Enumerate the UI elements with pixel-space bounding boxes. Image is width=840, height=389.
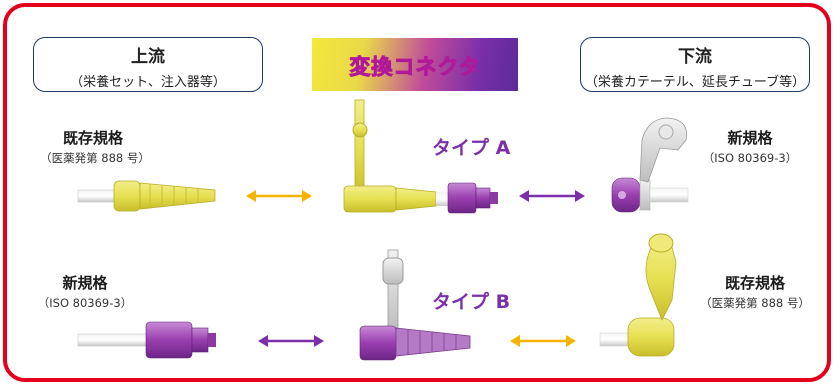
- row-a-right-arrow: [519, 190, 585, 202]
- downstream-box: 下流 （栄養カテーテル、延長チューブ等）: [580, 37, 810, 92]
- row-a-converter-type-a: [343, 99, 498, 214]
- row-b-left-label: 新規格: [62, 274, 108, 292]
- row-b-converter-type-b: [359, 249, 471, 361]
- row-b-right-label: 既存規格: [724, 274, 785, 292]
- outer-frame: [3, 3, 831, 382]
- downstream-title: 下流: [678, 47, 712, 67]
- row-a-new-connector: [611, 117, 689, 213]
- row-a-legacy-connector: [77, 180, 216, 212]
- row-b-right-arrow: [510, 335, 576, 347]
- row-a-left-label: 既存規格: [62, 129, 123, 147]
- converter-banner: 変換コネクタ: [312, 38, 518, 91]
- converter-banner-text: 変換コネクタ: [349, 55, 481, 80]
- upstream-title: 上流: [131, 47, 165, 67]
- row-b-left-arrow: [258, 335, 324, 347]
- row-a-right-label: 新規格: [727, 129, 773, 147]
- downstream-subtitle: （栄養カテーテル、延長チューブ等）: [584, 75, 806, 90]
- row-b-legacy-connector: [599, 233, 677, 357]
- row-b-type-label: タイプ B: [432, 291, 511, 313]
- upstream-box: 上流 （栄養セット、注入器等）: [33, 37, 263, 92]
- row-a-left-sub: （医薬発第 888 号）: [40, 151, 150, 165]
- row-a-type-label: タイプ A: [432, 137, 511, 159]
- row-b-right-sub: （医薬発第 888 号）: [700, 296, 810, 310]
- row-b-new-connector: [77, 321, 216, 359]
- upstream-subtitle: （栄養セット、注入器等）: [70, 75, 226, 90]
- row-b-left-sub: （ISO 80369-3）: [37, 296, 133, 310]
- row-a-right-sub: （ISO 80369-3）: [702, 151, 798, 165]
- row-a-left-arrow: [246, 190, 312, 202]
